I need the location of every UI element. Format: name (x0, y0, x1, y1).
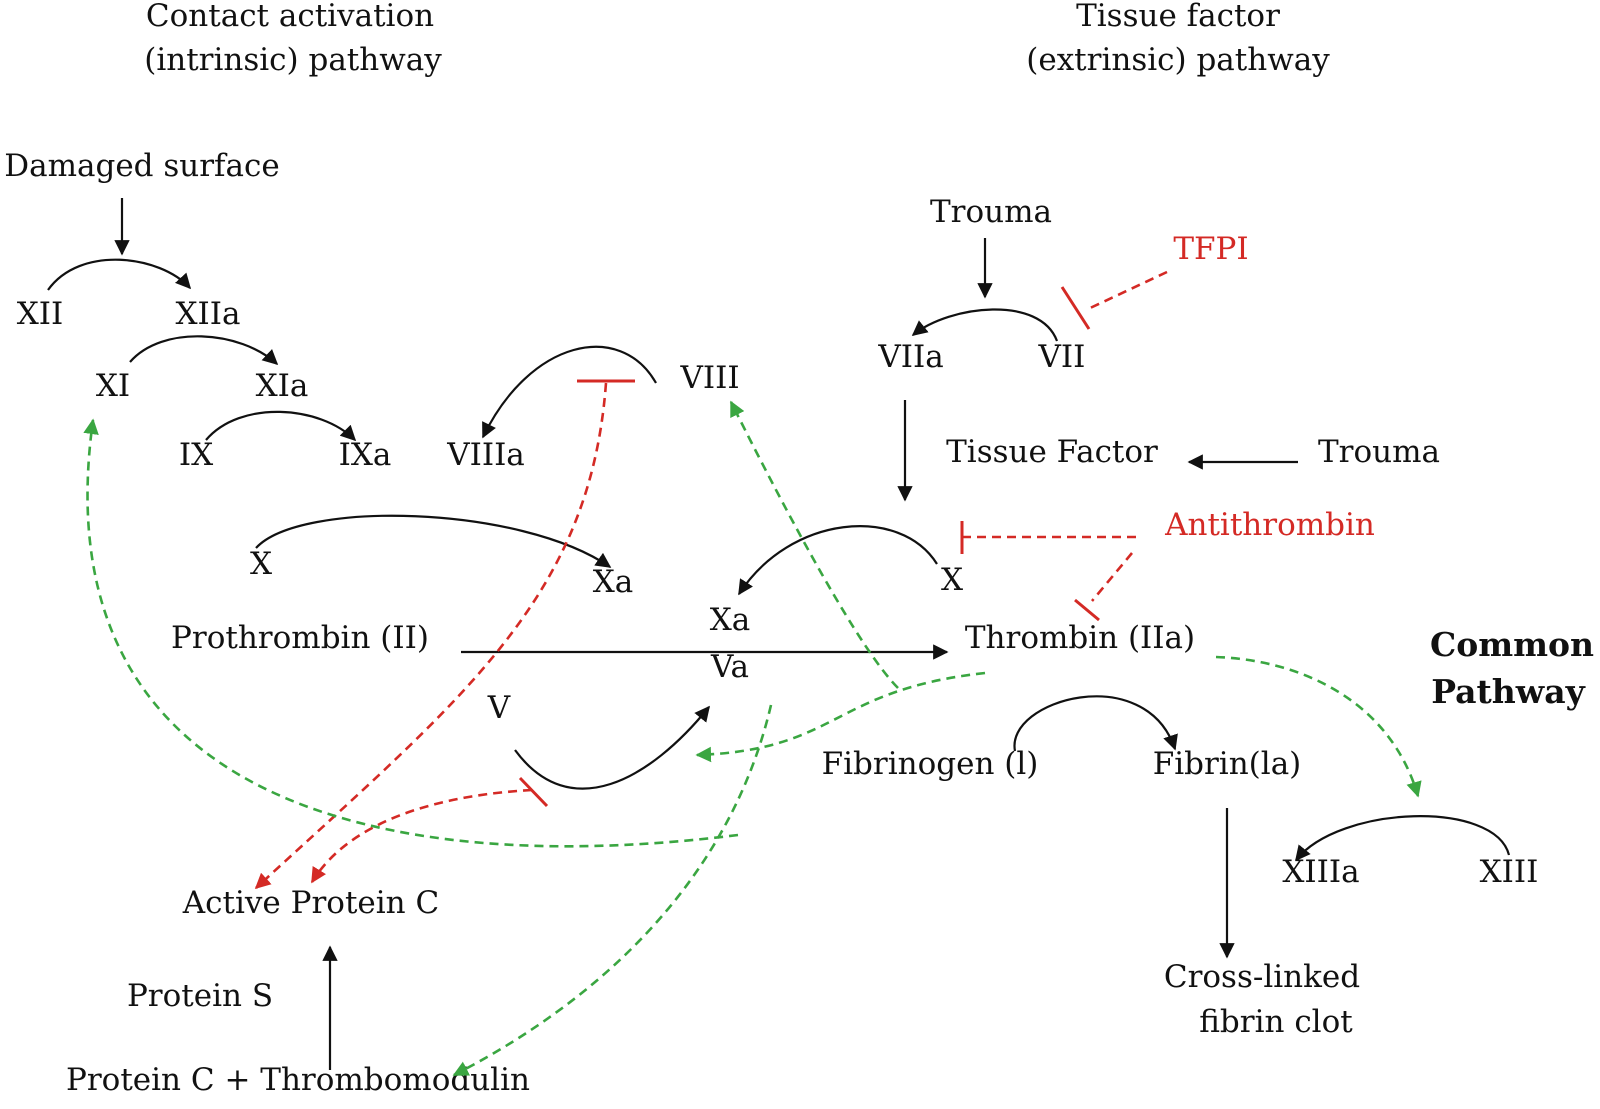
thrombin-to-protein-c-line (452, 704, 773, 1077)
arrow-vii-to-viia (911, 308, 1059, 342)
factor-x-extrinsic-label: X (941, 562, 963, 598)
apc-inhibits-viii-line (254, 382, 608, 890)
arrow-x-to-xa-center (738, 525, 938, 596)
protein-s-label: Protein S (127, 978, 273, 1014)
extrinsic-pathway-title-line2: (extrinsic) pathway (1026, 42, 1330, 78)
trauma-right-label: Trouma (1318, 434, 1440, 470)
trauma-top-label: Trouma (930, 194, 1052, 230)
factor-viia-label: VIIa (877, 339, 943, 375)
factor-vii-label: VII (1038, 339, 1086, 375)
factor-ixa-label: IXa (339, 437, 392, 473)
antithrombin-label: Antithrombin (1164, 507, 1375, 543)
thrombin-activates-v-line (695, 671, 986, 763)
tfpi-inhibition-bar (1060, 286, 1091, 330)
arrow-xii-to-xiia (47, 258, 192, 291)
intrinsic-pathway-title-line1: Contact activation (146, 0, 434, 34)
common-pathway-title-line1: Common (1430, 625, 1594, 664)
fibrin-label: Fibrin(la) (1153, 746, 1302, 782)
arrow-viii-to-viiia (482, 345, 657, 439)
thrombin-activates-xiii-line (1215, 655, 1422, 798)
arrow-ix-to-ixa (205, 410, 357, 442)
factor-xiii-label: XIII (1480, 854, 1539, 890)
factor-ix-label: IX (179, 437, 213, 473)
thrombin-label: Thrombin (IIa) (965, 620, 1195, 656)
factor-xi-label: XI (96, 368, 130, 404)
antithrombin-inhibits-thrombin-bar (1074, 598, 1100, 622)
intrinsic-pathway-title-line2: (intrinsic) pathway (144, 42, 442, 78)
factor-xa-intrinsic-label: Xa (593, 564, 634, 600)
apc-inhibits-v-line (310, 788, 533, 884)
tfpi-label: TFPI (1173, 231, 1248, 267)
factor-xiiia-label: XIIIa (1282, 854, 1359, 890)
tissue-factor-label: Tissue Factor (946, 434, 1158, 470)
prothrombinase-va-label: Va (710, 649, 749, 685)
factor-xiia-label: XIIa (175, 296, 240, 332)
arrow-xi-to-xia (129, 335, 279, 366)
protein-c-thrombomodulin-label: Protein C + Thrombomodulin (66, 1062, 530, 1098)
factor-viiia-label: VIIIa (446, 437, 525, 473)
thrombin-activates-viii-line (729, 400, 899, 689)
arrow-x-to-xa (255, 514, 612, 568)
cross-linked-fibrin-clot-line2: fibrin clot (1199, 1004, 1353, 1040)
thrombin-activates-xi-line (83, 418, 739, 848)
arrow-v-to-va (514, 705, 710, 790)
apc-inhibits-v-bar (518, 776, 549, 808)
active-protein-c-label: Active Protein C (182, 885, 439, 921)
factor-x-intrinsic-label: X (250, 546, 272, 582)
extrinsic-pathway-title-line1: Tissue factor (1076, 0, 1280, 34)
prothrombinase-xa-label: Xa (710, 602, 751, 638)
fibrinogen-label: Fibrinogen (l) (822, 746, 1039, 782)
common-pathway-title-line2: Pathway (1431, 672, 1585, 711)
arrow-xiii-to-xiiia (1295, 815, 1511, 862)
antithrombin-inhibits-thrombin-line (1091, 552, 1133, 602)
prothrombin-label: Prothrombin (II) (171, 620, 429, 656)
cross-linked-fibrin-clot-line1: Cross-linked (1164, 959, 1360, 995)
damaged-surface-label: Damaged surface (4, 148, 279, 184)
factor-xii-label: XII (17, 296, 64, 332)
factor-v-label: V (487, 690, 511, 726)
tfpi-inhibition-line (1087, 270, 1168, 311)
factor-viii-label: VIII (679, 360, 739, 396)
arrow-fibrinogen-to-fibrin (1013, 695, 1178, 752)
factor-xia-label: XIa (256, 368, 309, 404)
